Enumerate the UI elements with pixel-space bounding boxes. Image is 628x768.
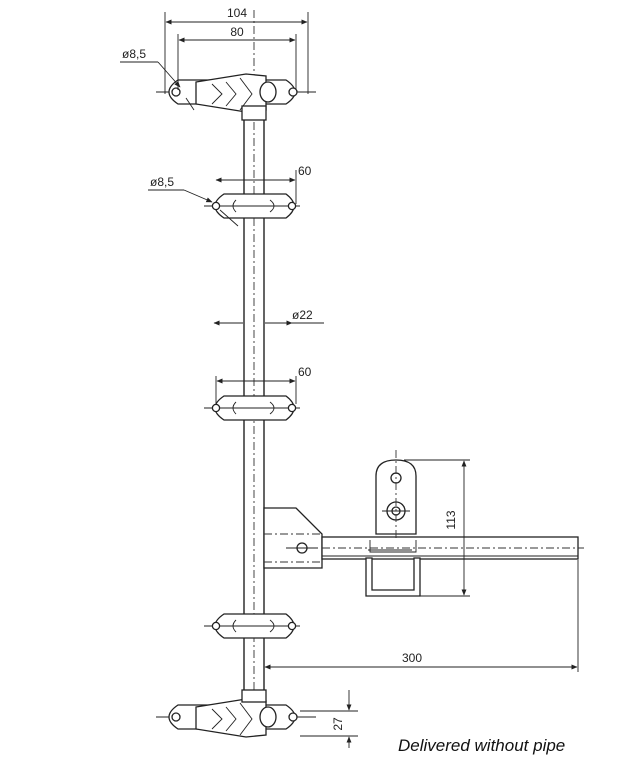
- dim-hole-spacing-top: 80: [230, 25, 244, 39]
- dim-pipe-dia: ø22: [292, 308, 313, 322]
- keeper: [365, 450, 421, 597]
- dim-guide-spacing-2: 60: [298, 365, 312, 379]
- dim-bottom-height: 27: [331, 717, 345, 731]
- dim-guide-spacing-1: 60: [298, 164, 312, 178]
- guide-bracket-2: [204, 395, 300, 421]
- caption: Delivered without pipe: [398, 736, 566, 755]
- guide-bracket-3: [204, 613, 300, 639]
- dim-hole-dia-top: ø8,5: [122, 47, 146, 61]
- handle-assembly: [263, 507, 584, 569]
- dim-handle-length: 300: [402, 651, 422, 665]
- dim-hole-dia-guide: ø8,5: [150, 175, 174, 189]
- bottom-bearing: [156, 689, 316, 738]
- top-bearing: [156, 73, 316, 121]
- dim-keeper-height: 113: [444, 510, 458, 529]
- dimension-lines: [120, 12, 579, 748]
- dim-overall-width: 104: [227, 6, 247, 20]
- guide-bracket-1: [204, 193, 300, 219]
